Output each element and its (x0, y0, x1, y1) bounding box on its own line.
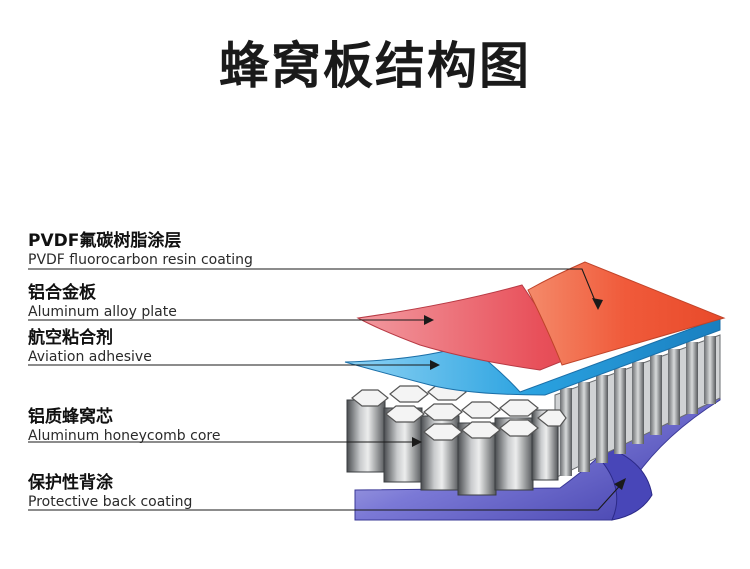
layer-name-zh: 保护性背涂 (28, 473, 113, 493)
back-coating-curl (579, 439, 653, 521)
honeycomb-cells (346, 383, 567, 496)
honeycomb-side-walls (554, 334, 721, 479)
layer-name-en: Aviation adhesive (28, 349, 152, 365)
layer-label-adhesive: 航空粘合剂 Aviation adhesive (28, 328, 152, 366)
arrowhead-pvdf (592, 298, 603, 310)
layer-name-en: PVDF fluorocarbon resin coating (28, 252, 253, 268)
leader-lines (28, 268, 626, 511)
layer-name-en: Aluminum honeycomb core (28, 428, 221, 444)
arrowhead-honeycomb (412, 437, 422, 447)
leader-line-back-coating (28, 479, 626, 511)
layer-name-en: Aluminum alloy plate (28, 304, 177, 320)
layer-label-plate: 铝合金板 Aluminum alloy plate (28, 283, 177, 321)
arrowhead-adhesive (430, 360, 440, 370)
arrowhead-back-coating (614, 478, 626, 490)
layer-name-zh: 铝合金板 (28, 283, 96, 303)
arrowhead-plate (424, 315, 434, 325)
layer-name-zh: PVDF氟碳树脂涂层 (28, 231, 182, 251)
layer-name-zh: 航空粘合剂 (28, 328, 113, 348)
layer-name-en: Protective back coating (28, 494, 193, 510)
layer-label-honeycomb: 铝质蜂窝芯 Aluminum honeycomb core (28, 407, 220, 445)
page-title: 蜂窝板结构图 (219, 37, 531, 95)
layer-label-pvdf: PVDF氟碳树脂涂层 PVDF fluorocarbon resin coati… (28, 231, 253, 269)
leader-arrowheads (412, 298, 626, 490)
leader-line-pvdf (28, 268, 599, 309)
pvdf-coating-surface (527, 261, 726, 366)
layer-name-zh: 铝质蜂窝芯 (28, 407, 113, 427)
layer-label-back-coating: 保护性背涂 Protective back coating (28, 473, 192, 511)
adhesive-sheet (344, 317, 721, 396)
